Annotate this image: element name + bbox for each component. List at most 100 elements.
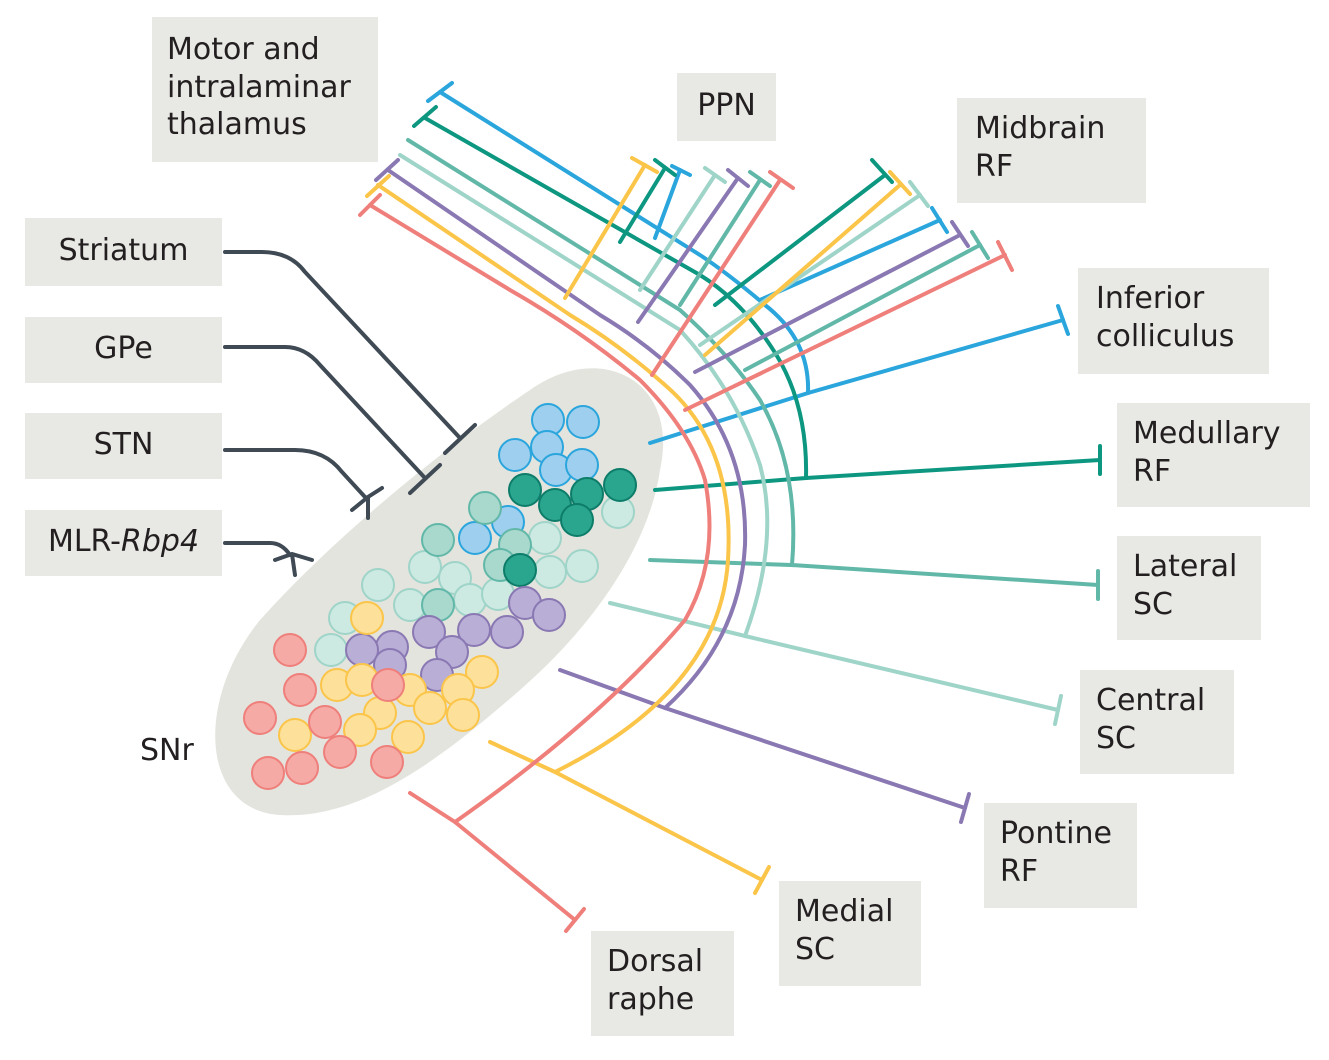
neuron	[273, 633, 307, 667]
ppn-label: PPN	[677, 73, 776, 141]
medullary-rf-label: Medullary RF	[1117, 403, 1310, 507]
light-teal-ppn	[638, 173, 717, 292]
dark-teal-thalamus-terminal	[412, 105, 438, 128]
blue-midbrain-terminal	[930, 206, 949, 234]
purple-prf-terminal	[959, 792, 971, 824]
dorsal-raphe-label: Dorsal raphe	[591, 931, 734, 1036]
purple-midbrain-terminal	[950, 220, 970, 248]
dark-teal-to-medullary-rf	[804, 458, 1102, 480]
gpe-terminal	[408, 463, 442, 495]
blue-ppn	[653, 168, 682, 240]
light-teal-to-central-sc	[743, 634, 1060, 712]
neuron	[283, 673, 317, 707]
input-pathways	[223, 250, 477, 577]
medial-sc-label: Medial SC	[779, 881, 921, 986]
red-ppn	[650, 178, 782, 377]
neuron	[533, 555, 567, 589]
striatum-terminal	[443, 423, 477, 455]
neuron	[251, 756, 285, 790]
yellow-neurons	[278, 601, 499, 754]
neuron	[528, 521, 562, 555]
yellow-to-medial-sc	[553, 770, 764, 882]
projection-axons	[358, 81, 1102, 933]
dark-teal-neurons	[503, 468, 637, 587]
lateral-sc-label: Lateral SC	[1117, 536, 1261, 640]
neuron	[458, 521, 492, 555]
neuron	[457, 613, 491, 647]
purple-ppn	[636, 176, 740, 324]
red-axon	[368, 203, 712, 825]
neuron	[503, 553, 537, 587]
teal-to-lateral-sc	[790, 563, 1100, 587]
blue-to-inferior-colliculus	[806, 318, 1065, 395]
neuron	[371, 668, 405, 702]
neuron-clusters	[243, 403, 637, 790]
neuron	[345, 633, 379, 667]
neuron	[421, 523, 455, 557]
red-ppn-terminal	[768, 170, 795, 190]
neuron	[278, 718, 312, 752]
striatum-label: Striatum	[25, 218, 222, 286]
purple-ppn-terminal	[726, 168, 750, 188]
neuron	[343, 713, 377, 747]
blue-midbrain	[758, 218, 942, 302]
red-to-dorsal-raphe	[453, 820, 577, 922]
red-midbrain	[683, 253, 1007, 412]
red-dr-terminal	[564, 907, 586, 933]
neuron	[285, 751, 319, 785]
red-neurons	[243, 633, 405, 790]
snr-label: SNr	[140, 733, 194, 768]
blue-thalamus-terminal	[426, 81, 454, 103]
neuron	[408, 550, 442, 584]
yellow-midbrain-terminal	[888, 170, 912, 196]
neuron	[361, 568, 395, 602]
neuron	[566, 405, 600, 439]
neuron	[370, 745, 404, 779]
blue-ppn-terminal	[670, 164, 692, 177]
neuron	[413, 691, 447, 725]
teal-midbrain-terminal	[970, 230, 990, 260]
neuron	[391, 720, 425, 754]
gpe-input	[223, 345, 427, 480]
neuron	[565, 448, 599, 482]
neuron	[498, 438, 532, 472]
stn-input	[223, 448, 367, 499]
stn-label: STN	[25, 413, 222, 479]
pontine-rf-label: Pontine RF	[984, 803, 1137, 908]
purple-midbrain	[693, 233, 962, 374]
purple-to-pontine-rf	[663, 706, 967, 810]
neuron	[446, 698, 480, 732]
stn-fork	[350, 486, 384, 520]
dark-teal-midbrain-terminal	[870, 158, 894, 184]
dark-teal-ppn-terminal	[653, 158, 677, 177]
striatum-input	[223, 250, 462, 440]
yellow-msc-terminal	[753, 865, 771, 895]
neuron	[508, 473, 542, 507]
teal-ppn-terminal	[748, 170, 772, 188]
yellow-midbrain	[703, 183, 902, 357]
neuron	[323, 735, 357, 769]
light-teal-midbrain	[698, 193, 922, 347]
teal-midbrain	[743, 243, 982, 372]
neuron	[308, 705, 342, 739]
central-sc-label: Central SC	[1080, 670, 1234, 774]
neuron	[350, 601, 384, 635]
thalamus-label: Motor and intralaminar thalamus	[152, 17, 378, 162]
neuron	[243, 701, 277, 735]
yellow-axon	[376, 183, 731, 775]
neuron	[490, 615, 524, 649]
neuron	[532, 598, 566, 632]
inferior-colliculus-label: Inferior colliculus	[1078, 268, 1269, 374]
neuron	[314, 633, 348, 667]
mlr-input	[223, 541, 292, 557]
light-teal-csc-terminal	[1053, 694, 1063, 726]
yellow-thalamus-terminal	[365, 174, 391, 198]
teal-ppn	[678, 178, 762, 307]
red-thalamus-terminal	[358, 193, 382, 217]
dark-teal-ppn	[618, 166, 667, 244]
red-midbrain-terminal	[996, 240, 1014, 272]
yellow-ppn-terminal	[630, 156, 659, 174]
mlr-fork	[273, 551, 314, 577]
light-teal-midbrain-terminal	[908, 180, 930, 208]
